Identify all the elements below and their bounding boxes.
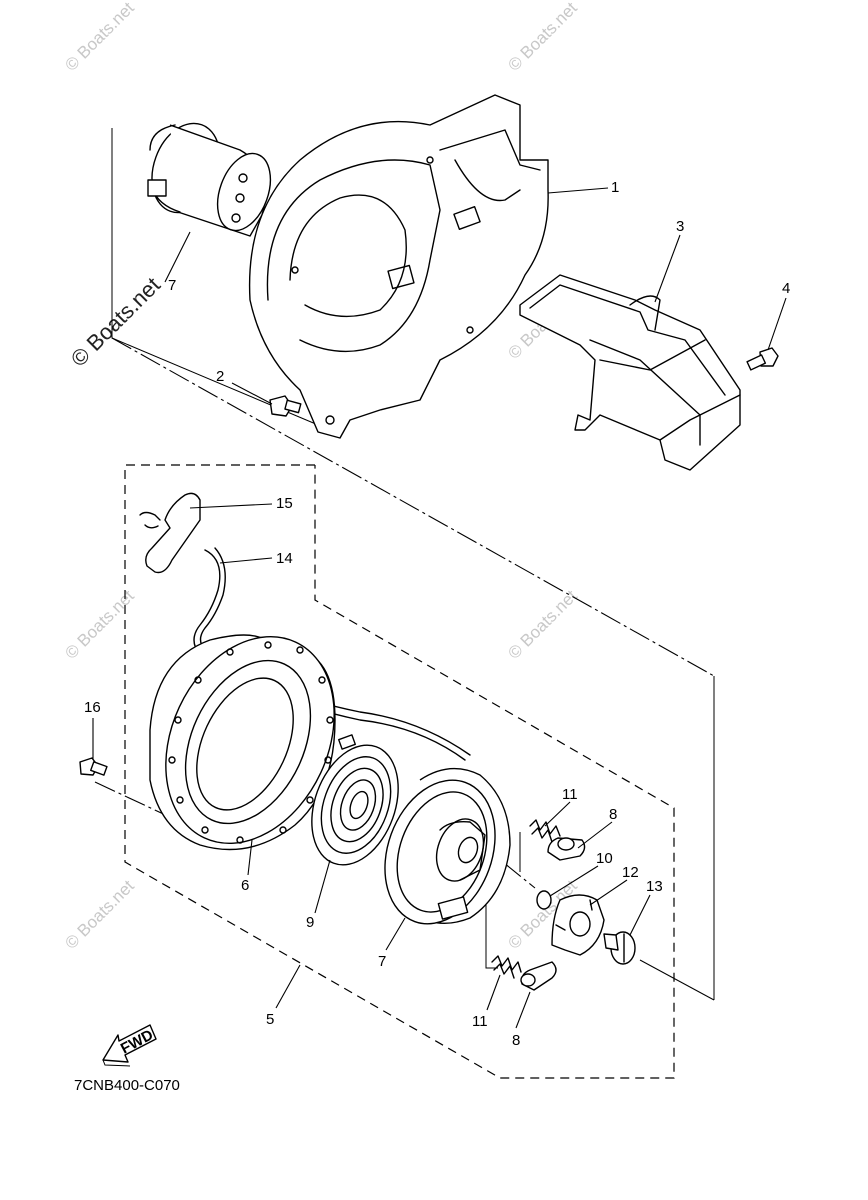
callout-13: 13	[646, 878, 663, 895]
spiral-spring	[311, 734, 399, 866]
callout-14: 14	[276, 550, 293, 567]
recoil-starter-assembly-boundary	[124, 464, 675, 1079]
drive-plate	[551, 894, 605, 956]
alignment-lines	[94, 128, 715, 1001]
sheave-drum	[384, 767, 511, 925]
diagram-code: 7CNB400-C070	[74, 1077, 180, 1094]
watermark: © Boats.net	[61, 0, 138, 75]
watermark: © Boats.net	[61, 876, 138, 953]
callout-2: 2	[216, 368, 224, 385]
pawl-bottom	[520, 961, 557, 991]
callout-6: 6	[241, 877, 249, 894]
callouts: 1 2 3 4 7 15 14 16 6 9 7 11 8 10 12 13 1…	[84, 179, 790, 1049]
friction-spring	[536, 890, 552, 910]
callout-9: 9	[306, 914, 314, 931]
callout-7: 7	[378, 953, 386, 970]
callout-7-top: 7	[168, 277, 176, 294]
bolt-part-4	[746, 347, 779, 371]
bolt-part-16	[79, 757, 108, 776]
screw-part-13	[603, 931, 636, 965]
callout-12: 12	[622, 864, 639, 881]
callout-3: 3	[676, 218, 684, 235]
starter-handle	[139, 492, 201, 574]
duct-part-3	[519, 274, 741, 471]
pawl-top	[547, 837, 586, 861]
callout-11-top: 11	[562, 786, 578, 803]
callout-4: 4	[782, 280, 790, 297]
callout-5: 5	[266, 1011, 274, 1028]
starter-case	[149, 634, 336, 851]
leader-lines	[92, 187, 787, 1029]
callout-15: 15	[276, 495, 293, 512]
pawl-spring-top	[529, 819, 561, 843]
callout-11-bottom: 11	[472, 1013, 488, 1030]
cylinder-boss	[147, 122, 272, 237]
callout-1: 1	[611, 179, 619, 196]
callout-16: 16	[84, 699, 101, 716]
bolt-part-2	[269, 395, 302, 417]
pawl-spring-bottom	[491, 955, 522, 979]
callout-8-top: 8	[609, 806, 617, 823]
watermark: © Boats.net	[504, 0, 581, 75]
callout-10: 10	[596, 850, 613, 867]
flywheel-cover	[248, 94, 549, 439]
callout-8-bottom: 8	[512, 1032, 520, 1049]
watermark: © Boats.net	[504, 586, 581, 663]
watermark: © Boats.net	[61, 586, 138, 663]
fwd-arrow-icon: FWD	[102, 1024, 157, 1067]
watermark-prominent: © Boats.net	[66, 272, 165, 371]
